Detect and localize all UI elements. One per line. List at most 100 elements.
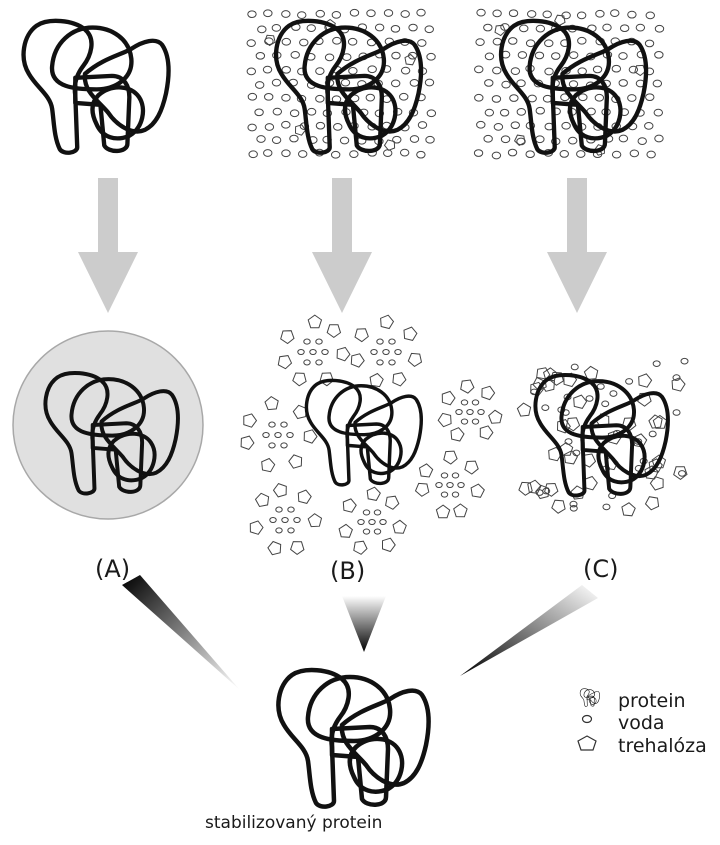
water-molecule [281,422,287,427]
water-molecule [410,80,418,87]
water-molecule [562,12,570,19]
water-molecule [363,529,369,534]
trehalose-molecule [393,373,406,386]
water-molecule [536,136,544,143]
trehalose-molecule [489,410,502,423]
water-molecule [257,136,265,143]
trehalose-molecule [436,505,449,518]
water-molecule [653,80,661,87]
water-molecule [536,25,544,32]
trehalose-molecule [354,541,367,554]
water-molecule [461,400,467,405]
water-molecule [316,122,324,129]
trehalose-molecule [635,65,645,75]
trehalose-molecule [241,436,254,449]
water-molecule [316,339,322,344]
trehalose-molecule [370,374,383,387]
legend-protein-icon [580,689,600,707]
water-molecule [619,53,627,60]
water-molecule [611,10,619,17]
panel-label-a: (A) [95,555,130,583]
protein-c-middle [535,375,668,495]
water-molecule [570,52,578,59]
trehalose-molecule [639,374,652,387]
trehalose-molecule [367,487,380,500]
water-molecule [597,384,604,390]
arrow-b [312,178,372,313]
water-molecule [526,40,534,47]
water-molecule [626,379,633,385]
water-molecule [485,109,493,116]
trehalose-molecule [385,140,395,150]
water-molecule [368,66,376,73]
water-molecule [358,519,364,524]
water-molecule [542,405,549,411]
water-molecule [475,66,483,73]
water-molecule [603,24,611,31]
trehalose-molecule [442,391,455,404]
water-molecule [248,11,256,18]
water-molecule [310,349,316,354]
water-molecule [350,9,358,16]
legend-water-icon [583,716,592,723]
water-molecule [586,396,593,402]
water-molecule [570,505,577,511]
water-molecule [248,93,256,100]
water-molecule [281,443,287,448]
water-molecule [325,54,333,61]
water-molecule [307,108,315,115]
trehalose-molecule [519,482,532,495]
water-molecule [527,11,535,18]
water-molecule [299,151,307,158]
water-molecule [511,68,519,75]
water-molecule [441,492,447,497]
water-molecule [655,25,663,32]
water-molecule [331,151,339,158]
arrow-a [78,178,138,313]
water-molecule [418,40,426,47]
water-molecule [380,519,386,524]
water-molecule [400,93,408,100]
water-molecule [272,24,280,31]
water-molecule [569,137,577,144]
water-molecule [264,150,272,157]
water-molecule [493,10,501,17]
water-molecule [467,409,473,414]
water-molecule [543,11,551,18]
trehalose-molecule [545,484,558,497]
water-molecule [334,123,342,130]
water-molecule [389,339,395,344]
trehalose-molecule [454,504,467,517]
water-molecule [272,79,280,86]
water-molecule [545,68,553,75]
water-molecule [265,124,273,131]
trehalose-molecule [381,315,394,328]
trehalose-molecule [256,493,269,506]
trehalose-molecule [383,538,396,551]
water-molecule [366,94,374,101]
water-molecule [493,67,501,74]
water-molecule [578,37,586,44]
protein-final [278,670,428,807]
water-molecule [307,25,315,32]
water-molecule [484,24,492,31]
trehalose-molecule [291,542,304,555]
legend-water-label: voda [618,712,665,734]
trehalose-molecule [674,467,687,480]
water-molecule [282,66,290,73]
water-molecule [417,151,425,158]
water-molecule [679,471,686,477]
water-molecule [603,504,610,510]
water-molecule [255,82,263,89]
water-molecule [494,124,502,131]
trehalose-molecule [308,514,321,527]
water-molecule [288,528,294,533]
water-molecule [304,339,310,344]
water-molecule [653,361,660,367]
water-molecule [371,349,377,354]
water-molecule [350,151,358,158]
water-molecule [620,25,628,32]
water-molecule [255,109,263,116]
